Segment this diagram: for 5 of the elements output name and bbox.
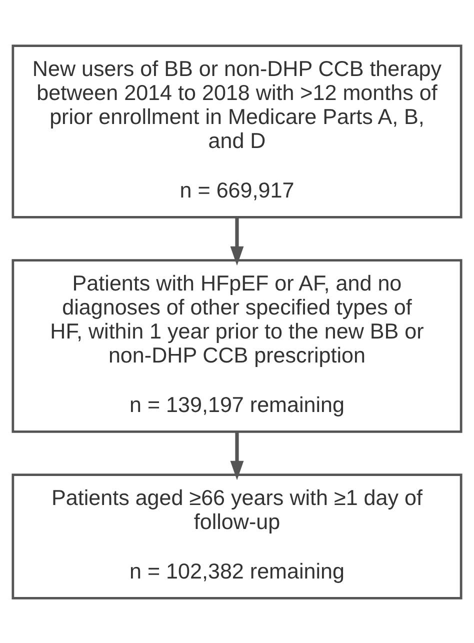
arrow <box>230 216 244 266</box>
arrow <box>230 431 244 480</box>
node-box: Patients with HFpEF or AF, and no diagnoses of other specified types of HF, within 1 year prior to the new BB or non-DHP CCB prescription n = 139,197 remaining <box>12 258 462 432</box>
node-box: New users of BB or non-DHP CCB therapy between 2014 to 2018 with >12 months of prior enrollment in Medicare Parts A, B, and D n = 669,917 <box>12 44 462 218</box>
node-box: Patients aged ≥66 years with ≥1 day of follow-up n = 102,382 remaining <box>12 473 462 599</box>
